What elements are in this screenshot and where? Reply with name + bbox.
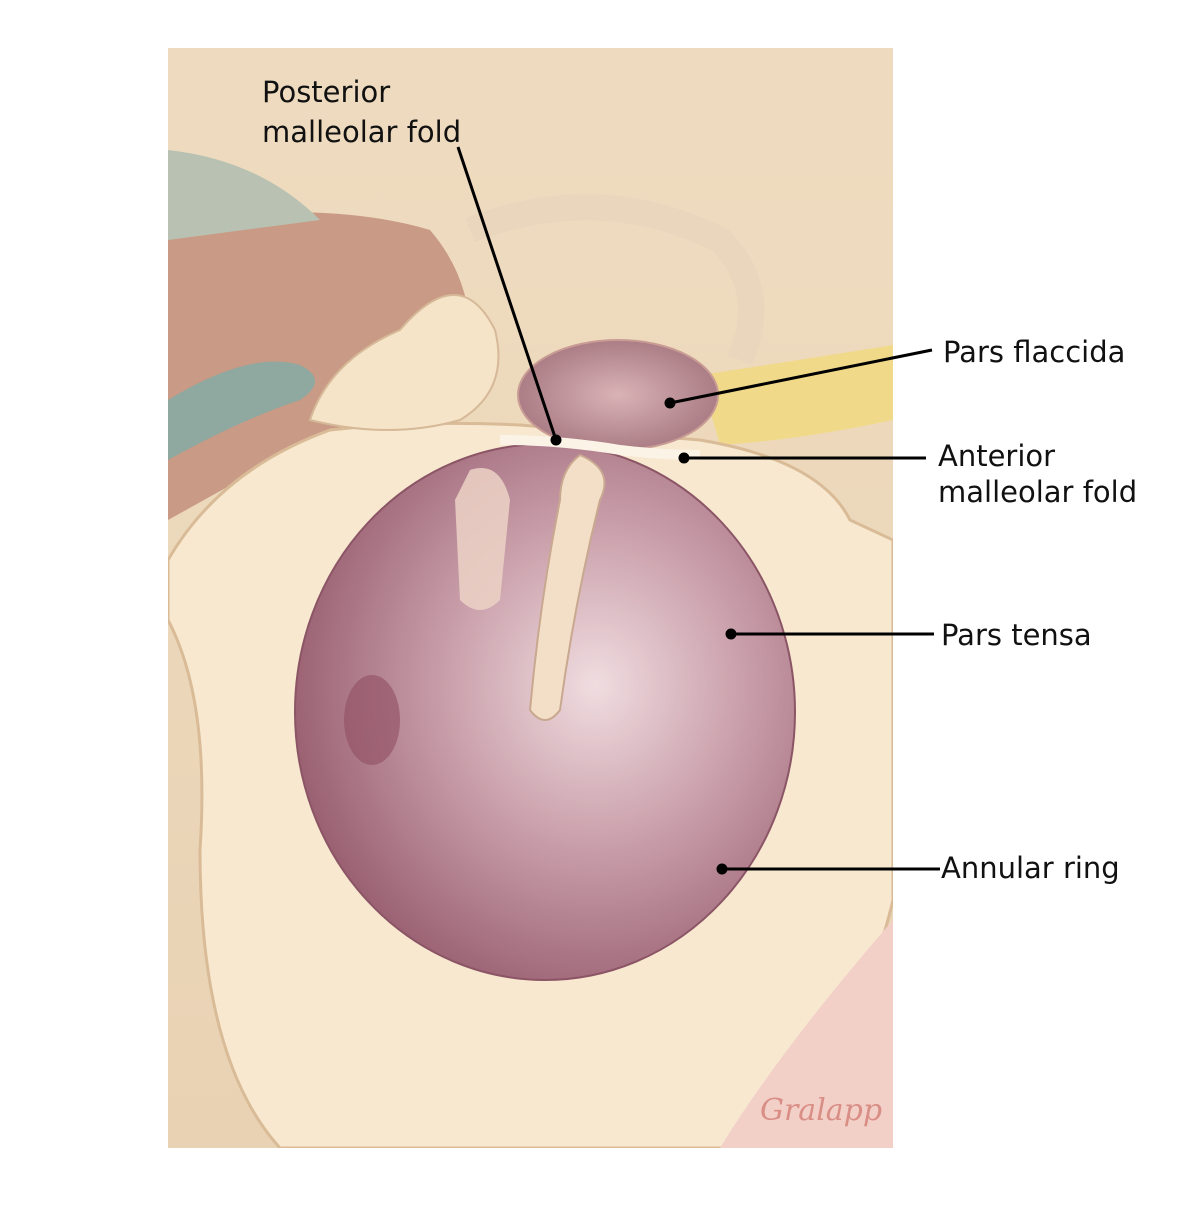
label-posterior-malleolar-fold: Posterior malleolar fold (262, 74, 461, 150)
lower-right-pink (720, 920, 893, 1148)
leader-lines (456, 146, 940, 875)
malleolar-fold (499, 435, 701, 460)
label-pars-flaccida: Pars flaccida (943, 335, 1126, 369)
gray-green-tube (168, 361, 315, 460)
pars-flaccida-region (517, 339, 719, 451)
pars-flaccida-line (669, 348, 933, 405)
incus-process (455, 468, 510, 610)
signature: Gralapp (760, 1093, 882, 1128)
brown-tissue (168, 212, 470, 520)
bony-arch (465, 194, 765, 366)
malleus-handle (528, 453, 606, 721)
round-window-shadow (344, 675, 400, 765)
incus-bone (308, 294, 500, 431)
label-line-1: Anterior (938, 439, 1056, 473)
upper-tissue (168, 48, 893, 175)
posterior-malleolar-fold-line (456, 146, 558, 441)
label-line-2: malleolar fold (938, 475, 1138, 509)
label-line-2: malleolar fold (262, 115, 462, 149)
label-anterior-malleolar-fold: Anterior malleolar fold (938, 438, 1137, 510)
label-line-1: Posterior (262, 75, 391, 109)
label-annular-ring: Annular ring (941, 851, 1120, 885)
label-pars-tensa: Pars tensa (941, 618, 1092, 652)
yellow-ligament (700, 345, 893, 445)
gray-green-band (168, 150, 320, 240)
